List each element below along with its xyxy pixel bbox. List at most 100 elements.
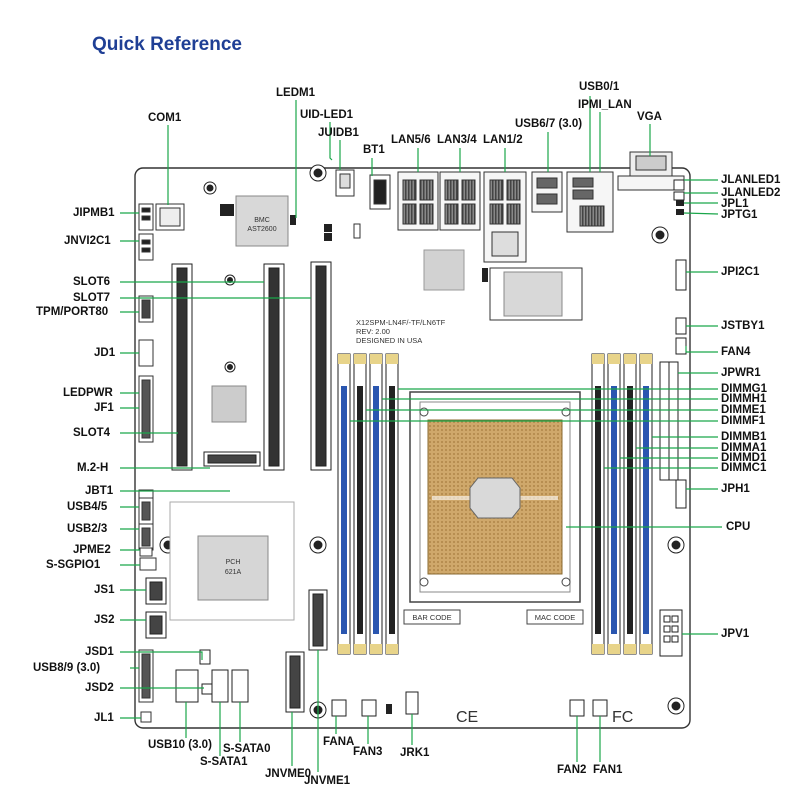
bmc-chip: BMC AST2600 [235, 195, 289, 247]
fan1-header [592, 699, 608, 717]
label-jstby1: JSTBY1 [721, 320, 765, 332]
label-usb89: USB8/9 (3.0) [33, 662, 101, 674]
label-dimma1: DIMMA1 [721, 442, 767, 454]
page-title: Quick Reference [92, 34, 242, 55]
label-jsd1: JSD1 [85, 646, 114, 658]
label-jnvi2c1: JNVI2C1 [64, 235, 111, 247]
ledm1-led [290, 215, 296, 225]
leader-lines [120, 96, 722, 772]
usb67-connector [531, 171, 563, 213]
bmc-label-1: BMC [254, 217, 270, 224]
bios-chip [220, 204, 234, 216]
label-ledm1: LEDM1 [276, 87, 315, 99]
bt1-battery [335, 169, 391, 210]
usb10-connector [175, 669, 199, 703]
usb89-header [138, 649, 154, 703]
dimm-slot [353, 353, 367, 655]
label-jph1: JPH1 [721, 483, 750, 495]
label-usb23: USB2/3 [67, 523, 108, 535]
label-jd1: JD1 [94, 347, 116, 359]
jnvi2c1-header [138, 233, 154, 261]
label-slot6: SLOT6 [73, 276, 111, 288]
fana-header [331, 699, 347, 717]
label-jpv1: JPV1 [721, 628, 750, 640]
usb45-header [138, 497, 154, 525]
fan2-header [569, 699, 585, 717]
vga-connector [617, 151, 685, 191]
label-js2: JS2 [94, 614, 115, 626]
mac-code-box: MAC CODE [526, 609, 584, 625]
label-jpme2: JPME2 [73, 544, 111, 556]
label-ssgpio1: S-SGPIO1 [46, 559, 101, 571]
fan4-header [675, 337, 687, 355]
ce-mark: CE [456, 709, 478, 726]
label-fan3: FAN3 [353, 746, 383, 758]
jumper [386, 704, 392, 714]
leader-jptg1 [683, 212, 719, 215]
ssata1-connector [211, 669, 229, 703]
label-jf1: JF1 [94, 402, 114, 414]
jsd1-connector [199, 649, 211, 665]
mount-hole [309, 164, 327, 182]
label-jnvme0: JNVME0 [265, 768, 312, 780]
ssgpio1-header [139, 557, 157, 571]
board-model: X12SPM-LN4F/-TF/LN6TF [356, 318, 446, 327]
label-jsd2: JSD2 [85, 682, 114, 694]
label-jlanled1: JLANLED1 [721, 174, 781, 186]
board-rev: REV: 2.00 [356, 327, 390, 336]
usb01-ipmi-connector [566, 171, 614, 233]
leader-fan4 [685, 346, 718, 353]
mount-hole [667, 697, 685, 715]
label-js1: JS1 [94, 584, 115, 596]
mount-hole [224, 274, 236, 286]
tpm-header [138, 295, 154, 323]
lan34-connector [439, 171, 481, 231]
jrk1-header [405, 691, 419, 715]
dimm-slot [369, 353, 383, 655]
bar-code-box: BAR CODE [403, 609, 461, 625]
cpu-die [469, 477, 521, 519]
label-dimmf1: DIMMF1 [721, 415, 766, 427]
jumper [324, 224, 332, 232]
label-jptg1: JPTG1 [721, 209, 758, 221]
label-dimmb1: DIMMB1 [721, 431, 767, 443]
label-dimmg1: DIMMG1 [721, 383, 767, 395]
mount-hole [667, 536, 685, 554]
usb23-header [138, 523, 154, 551]
label-fan4: FAN4 [721, 346, 751, 358]
dimm-slot [385, 353, 399, 655]
ic-chip [211, 385, 247, 423]
label-usb45: USB4/5 [67, 501, 108, 513]
label-fan1: FAN1 [593, 764, 623, 776]
label-jpi2c1: JPI2C1 [721, 266, 760, 278]
label-vga: VGA [637, 111, 662, 123]
label-lan56: LAN5/6 [391, 134, 431, 146]
dimm-left-group [337, 353, 399, 655]
leader-uid-led1 [329, 122, 333, 161]
label-fana: FANA [323, 736, 355, 748]
label-usb01: USB0/1 [579, 81, 620, 93]
label-jnvme1: JNVME1 [304, 775, 351, 787]
js2-connector [145, 611, 167, 639]
label-slot4: SLOT4 [73, 427, 111, 439]
cpu-socket [409, 391, 581, 603]
board-designed: DESIGNED IN USA [356, 336, 422, 345]
dimm-slot [623, 353, 637, 655]
label-bt1: BT1 [363, 144, 385, 156]
lan-controller-chip [423, 249, 465, 291]
dimm-slot [639, 353, 653, 655]
label-lan12: LAN1/2 [483, 134, 523, 146]
jstby1-header [675, 317, 687, 335]
label-fan2: FAN2 [557, 764, 587, 776]
lan56-connector [397, 171, 439, 231]
slot4-pcie [310, 261, 332, 471]
leader-jsd1 [120, 651, 203, 660]
dimm-right-group [591, 353, 653, 655]
slot6-pcie [171, 263, 193, 471]
label-com1: COM1 [148, 112, 182, 124]
lan12-connector [483, 171, 527, 263]
label-ipmi-lan: IPMI_LAN [578, 99, 632, 111]
jsd2-connector [201, 683, 213, 695]
label-jbt1: JBT1 [85, 485, 114, 497]
